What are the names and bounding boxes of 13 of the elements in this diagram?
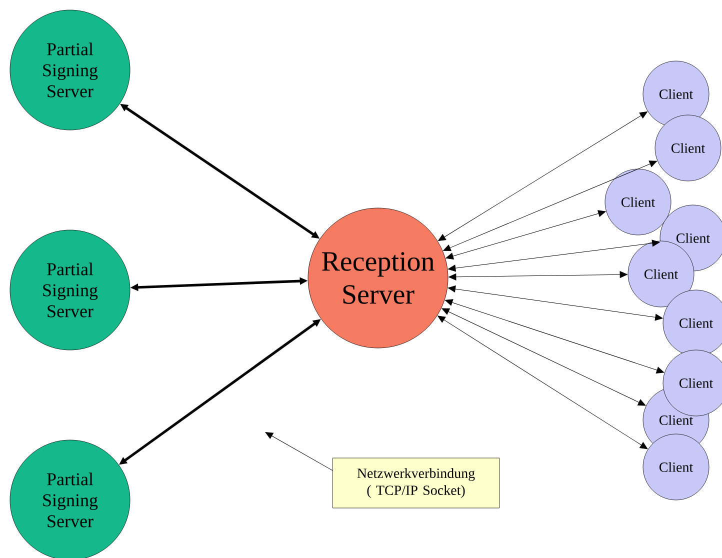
arrow xyxy=(448,240,660,272)
arrow xyxy=(448,271,628,280)
arrow xyxy=(265,432,333,471)
node-label: Client xyxy=(679,378,714,388)
arrow xyxy=(438,112,648,242)
arrow xyxy=(445,299,664,374)
arrow xyxy=(443,160,658,252)
arrow xyxy=(446,210,606,260)
arrow xyxy=(442,308,646,406)
note-box: Netzwerkverbindung ( TCP/IP Socket) xyxy=(332,458,500,508)
node-label: Client xyxy=(676,233,710,243)
arrow xyxy=(438,316,648,450)
arrow xyxy=(448,286,663,321)
